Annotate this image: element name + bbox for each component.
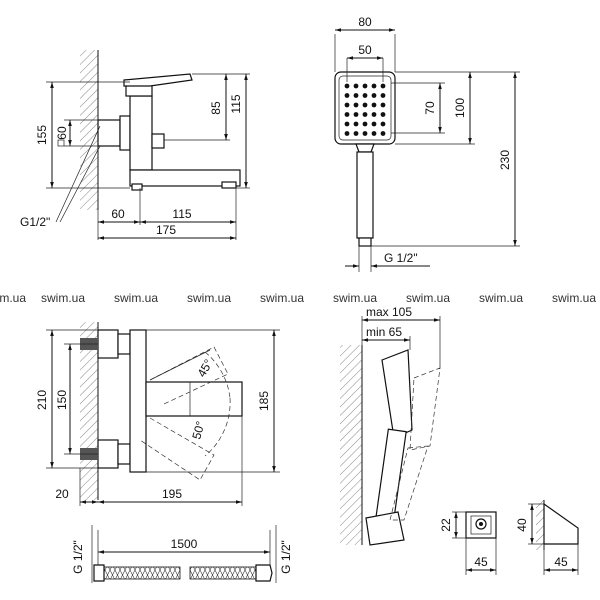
nozzle — [353, 112, 359, 117]
dim-shower-3: 100 — [453, 98, 467, 118]
wall-hatch — [80, 50, 98, 210]
watermark-0: swim.ua — [0, 291, 26, 305]
dim-side-0: 155 — [35, 125, 49, 145]
nozzle — [371, 83, 377, 89]
watermark-4: swim.ua — [260, 291, 304, 305]
nozzle — [353, 83, 359, 89]
dim-side-3: 115 — [229, 94, 243, 113]
bracket-side-view: 40 45 — [515, 500, 579, 575]
nozzle — [380, 121, 386, 127]
dim-bracket-0: 22 — [439, 518, 453, 532]
nozzle — [362, 112, 368, 117]
nozzle-grid — [344, 83, 386, 136]
reach-min: min 65 — [366, 325, 402, 339]
dim-top-0: 210 — [35, 390, 49, 410]
hose-left — [99, 566, 181, 580]
watermark-row: swim.ua swim.ua swim.ua swim.ua swim.ua … — [0, 291, 596, 305]
diverter-knob — [151, 133, 165, 149]
nozzle — [371, 121, 377, 127]
dim-shower-4: 230 — [498, 150, 512, 170]
top-view: 45° 50° 210 150 185 20 195 — [35, 322, 280, 506]
hand-shower-view: 80 50 70 100 230 G 1/2" — [334, 15, 520, 272]
hose-length: 1500 — [171, 537, 198, 551]
nozzle — [380, 102, 386, 108]
nozzle — [344, 83, 350, 89]
side-thread-label: G1/2" — [20, 215, 50, 229]
nozzle — [344, 93, 350, 98]
dim-side-1: 60 — [55, 126, 69, 140]
nozzle — [344, 102, 350, 108]
lever — [123, 73, 193, 87]
holder-view: max 105 min 65 — [340, 305, 441, 546]
nozzle — [353, 131, 359, 136]
inlet-eccentric — [97, 119, 121, 147]
dim-bracket-3: 45 — [554, 555, 568, 569]
nozzle — [371, 112, 377, 117]
wall-hatch-3 — [340, 345, 362, 545]
nozzle — [353, 93, 359, 98]
side-view: 155 60 85 115 60 115 175 G1/2" — [20, 50, 250, 240]
dim-top-1: 150 — [55, 390, 69, 410]
spout-top — [145, 381, 243, 417]
hose-left-thread: G 1/2" — [71, 540, 85, 574]
angle-1: 50° — [189, 419, 207, 440]
nozzle — [362, 102, 368, 108]
nozzle — [362, 131, 368, 136]
bracket-front-view: 22 45 — [439, 511, 497, 575]
nozzle — [353, 102, 359, 108]
shower-handle-side — [375, 428, 407, 522]
watermark-5: swim.ua — [333, 291, 377, 305]
nozzle — [380, 131, 386, 136]
nozzle — [371, 131, 377, 136]
dim-shower-2: 70 — [423, 101, 437, 115]
dim-top-3: 20 — [55, 487, 69, 501]
dim-side-4: 60 — [111, 207, 125, 221]
holder-bracket — [365, 511, 405, 546]
dim-side-6: 175 — [156, 223, 176, 237]
dim-shower-1: 50 — [358, 43, 372, 57]
nozzle — [362, 93, 368, 98]
nozzle — [380, 83, 386, 89]
hose-view: 1500 G 1/2" G 1/2" — [71, 525, 293, 583]
dim-bracket-2: 40 — [515, 518, 529, 532]
dim-top-4: 195 — [162, 487, 182, 501]
shower-head-side — [381, 349, 413, 439]
dim-side-2: 85 — [209, 101, 223, 115]
reach-max: max 105 — [366, 305, 412, 319]
watermark-2: swim.ua — [114, 291, 158, 305]
nozzle — [362, 121, 368, 127]
nozzle — [371, 102, 377, 108]
shower-handle — [356, 151, 374, 239]
watermark-7: swim.ua — [479, 291, 523, 305]
angle-0: 45° — [194, 357, 215, 380]
nozzle — [362, 83, 368, 89]
watermark-3: swim.ua — [187, 291, 231, 305]
mixer-body-top — [129, 329, 147, 473]
dim-shower-0: 80 — [358, 15, 372, 29]
watermark-8: swim.ua — [552, 291, 596, 305]
dim-top-2: 185 — [257, 391, 271, 411]
nozzle — [380, 112, 386, 117]
hose-right-thread: G 1/2" — [279, 540, 293, 574]
bracket-side — [543, 502, 579, 545]
dim-side-5: 115 — [172, 207, 191, 221]
nozzle — [353, 121, 359, 127]
shower-thread-label: G 1/2" — [384, 251, 418, 265]
nozzle — [344, 112, 350, 117]
nozzle — [344, 131, 350, 136]
mixer-body — [129, 95, 153, 171]
watermark-6: swim.ua — [406, 291, 450, 305]
nozzle — [344, 121, 350, 127]
watermark-1: swim.ua — [41, 291, 85, 305]
hose-right — [189, 566, 257, 580]
dim-bracket-1: 45 — [474, 555, 488, 569]
nozzle — [380, 93, 386, 98]
nozzle — [371, 93, 377, 98]
spout — [129, 169, 241, 187]
